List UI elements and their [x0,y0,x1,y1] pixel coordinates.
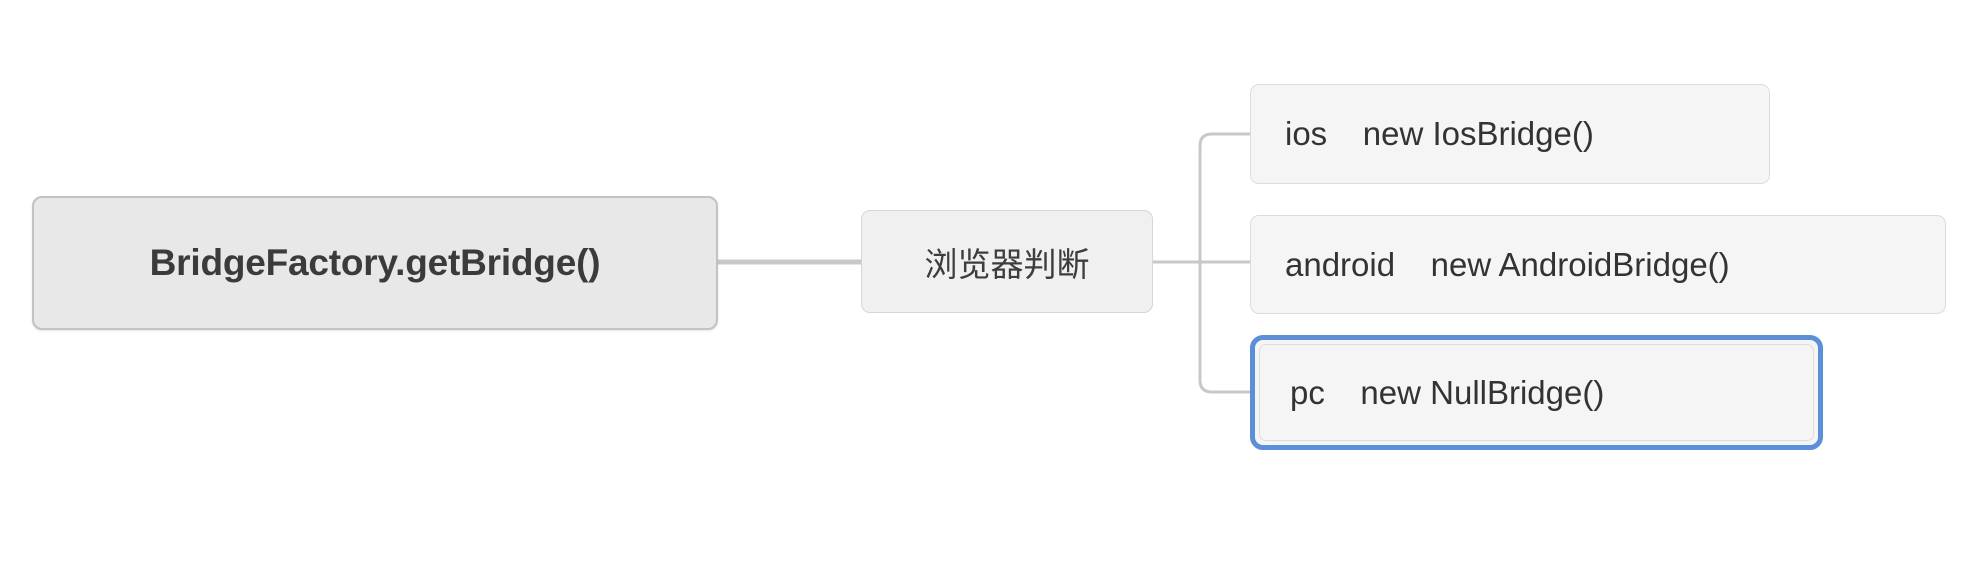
node-leaf-pc-gap [1325,384,1361,402]
node-leaf-android-key: android [1285,245,1396,283]
node-branch-browser-detect[interactable]: 浏览器判断 [861,210,1153,313]
edge-trunk-to-ios [1198,132,1250,262]
node-leaf-android-value: new AndroidBridge() [1430,245,1730,283]
node-leaf-ios-key: ios [1285,115,1328,152]
node-leaf-ios-value: new IosBridge() [1362,115,1594,152]
node-root[interactable]: BridgeFactory.getBridge() [32,196,718,330]
node-leaf-pc-value: new NullBridge() [1360,373,1605,411]
node-branch-label: 浏览器判断 [924,245,1090,283]
node-leaf-pc-selected[interactable]: pc new NullBridge() [1250,335,1823,450]
edge-trunk-to-pc [1198,262,1250,394]
node-leaf-ios[interactable]: ios new IosBridge() [1250,84,1770,184]
node-root-label: BridgeFactory.getBridge() [149,242,601,283]
node-leaf-android-gap [1395,256,1431,274]
node-leaf-android[interactable]: android new AndroidBridge() [1250,215,1946,314]
node-leaf-pc-inner: pc new NullBridge() [1259,344,1814,441]
node-leaf-ios-gap [1327,125,1363,143]
node-leaf-pc-key: pc [1290,373,1325,411]
